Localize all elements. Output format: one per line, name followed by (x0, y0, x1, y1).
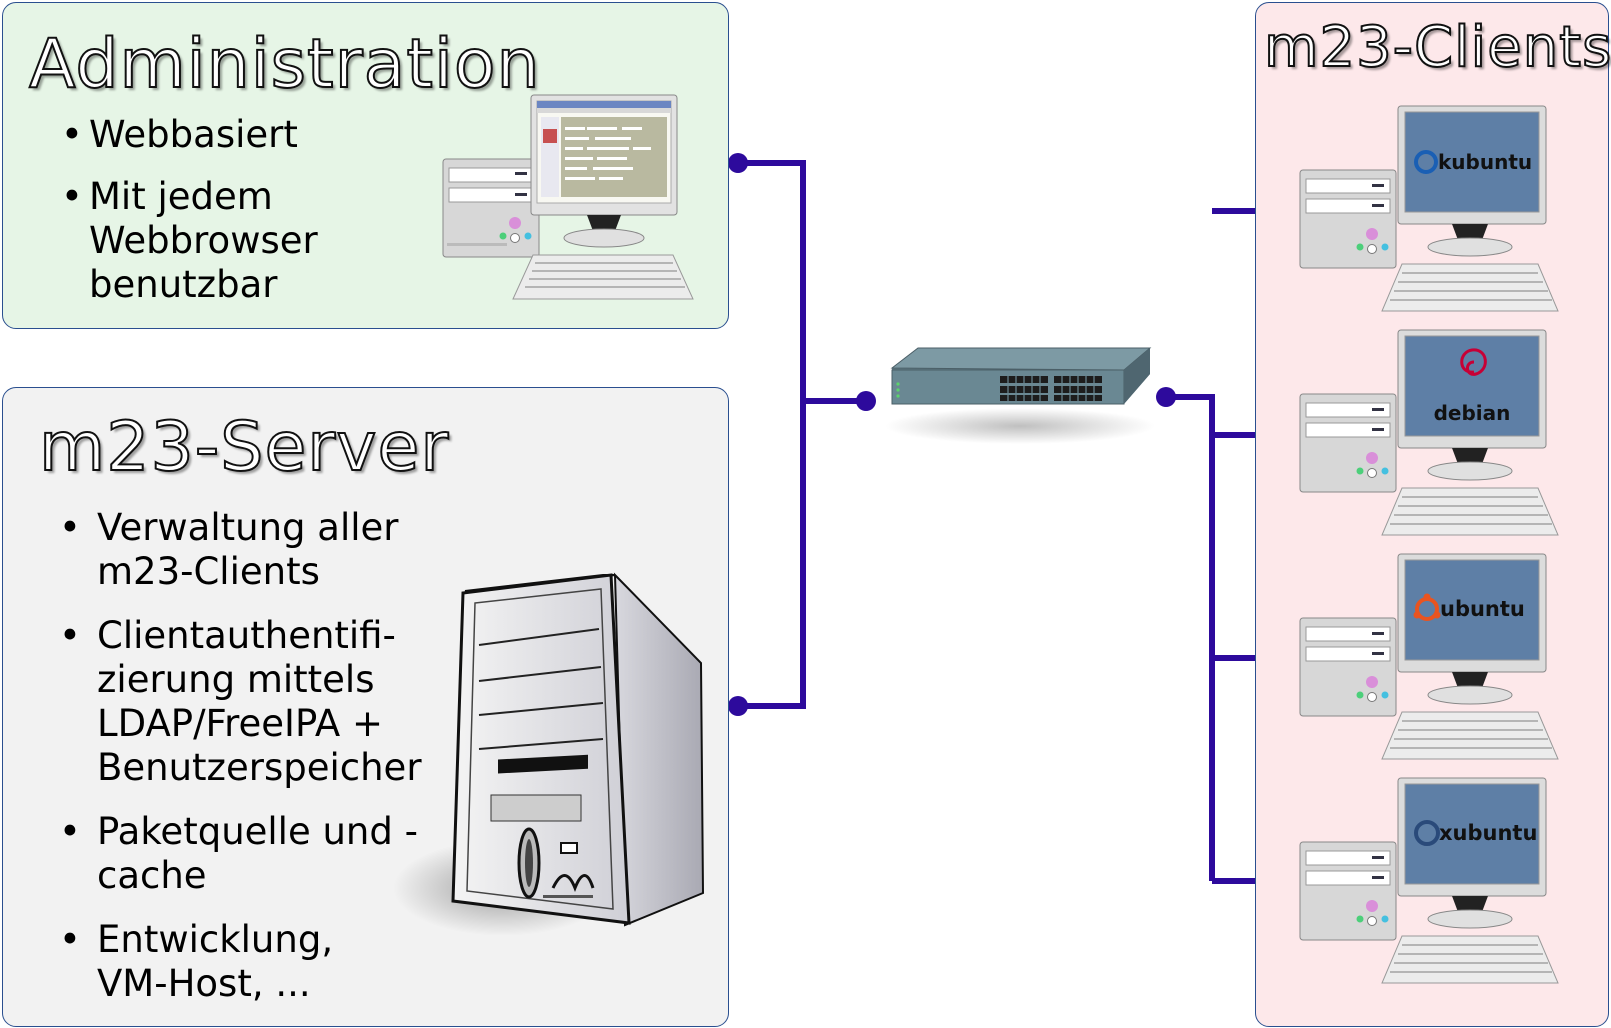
client-distro-label: debian (1434, 401, 1511, 425)
client-distro-label: xubuntu (1439, 821, 1537, 845)
debian-swirl-icon (1460, 348, 1487, 376)
port-server (728, 696, 748, 716)
client-distro-label: ubuntu (1440, 597, 1525, 621)
client-ubuntu: ubuntu (1299, 553, 1559, 760)
wire-server (738, 401, 806, 709)
port-switch-left (856, 391, 876, 411)
server-tower-icon (393, 572, 705, 936)
port-switch-right (1156, 387, 1176, 407)
kubuntu-logo-icon (1414, 150, 1438, 174)
server-bullet-client-management: Verwaltung aller m23-Clients (59, 506, 422, 594)
server-bullet-authentication: Clientauthentifi- zierung mittels LDAP/F… (59, 614, 422, 790)
admin-workstation-icon (442, 94, 694, 300)
administration-bullets: Webbasiert Mit jedem Webbrowser benutzba… (61, 113, 318, 325)
wire-switch-clients (1166, 394, 1215, 881)
ubuntu-logo-icon (1413, 593, 1441, 621)
server-bullet-package-source: Paketquelle und - cache (59, 810, 422, 898)
xubuntu-logo-icon (1414, 820, 1440, 846)
client-debian: debian (1299, 329, 1559, 536)
admin-bullet-web-based: Webbasiert (61, 113, 318, 157)
client-xubuntu: xubuntu (1299, 777, 1559, 984)
port-admin (728, 153, 748, 173)
client-kubuntu: kubuntu (1299, 105, 1559, 312)
server-bullets: Verwaltung aller m23-Clients Clientauthe… (59, 506, 422, 1026)
client-distro-label: kubuntu (1438, 150, 1532, 174)
server-panel: m23-Server Verwaltung aller m23-Clients … (2, 387, 729, 1027)
administration-panel: Administration Webbasiert Mit jedem Webb… (2, 2, 729, 329)
wire-admin (738, 160, 866, 404)
admin-bullet-any-browser: Mit jedem Webbrowser benutzbar (61, 175, 318, 307)
server-title: m23-Server (38, 407, 450, 488)
administration-title: Administration (28, 24, 541, 105)
clients-title: m23-Clients (1263, 14, 1611, 81)
server-bullet-development: Entwicklung, VM-Host, ... (59, 918, 422, 1006)
network-switch-icon (885, 347, 1155, 444)
